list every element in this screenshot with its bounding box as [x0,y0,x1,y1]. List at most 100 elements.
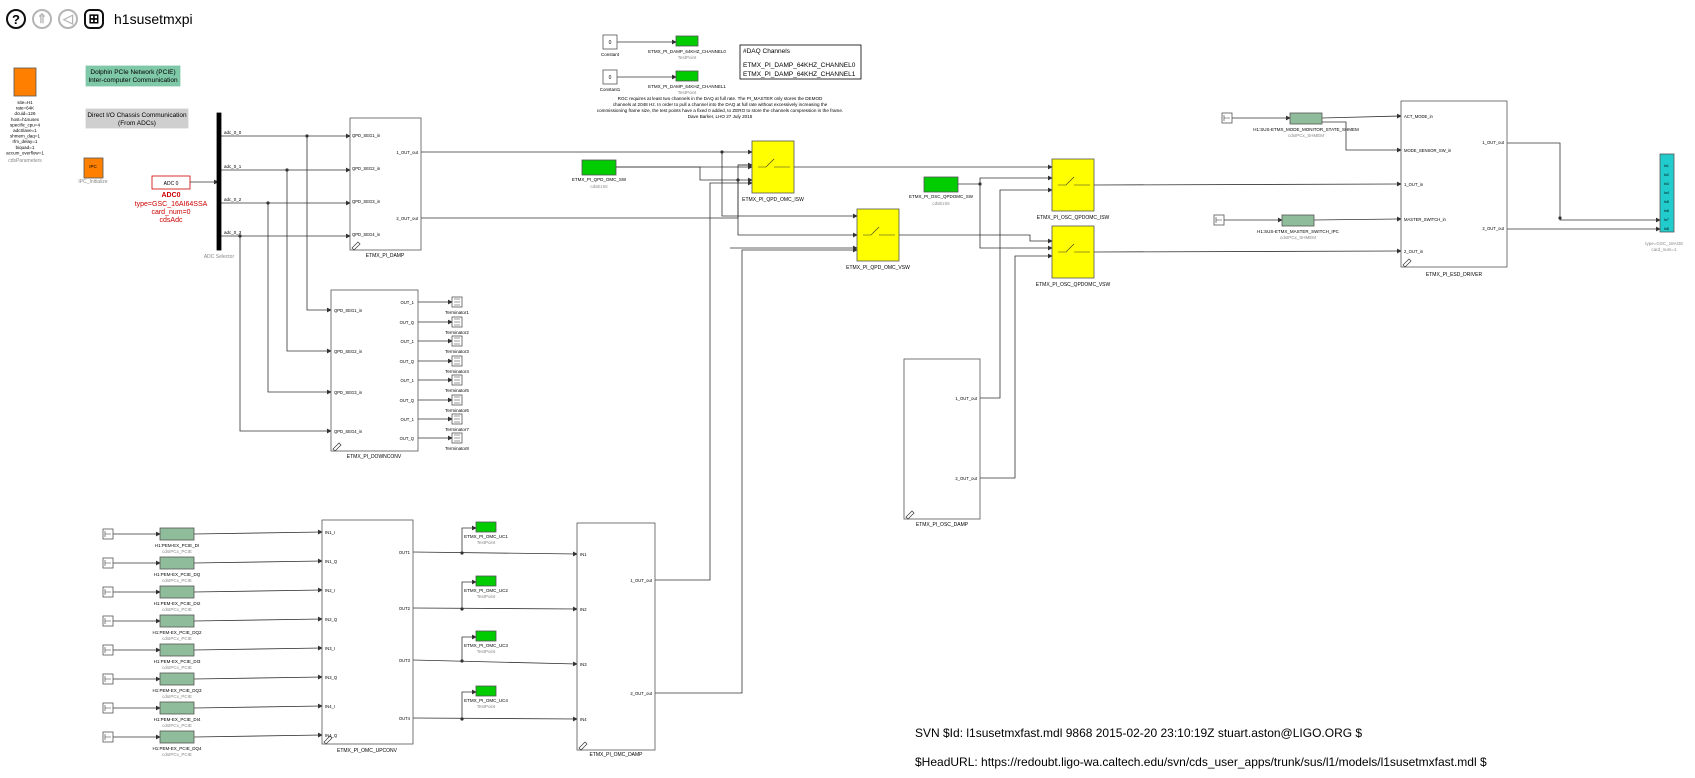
qpd-omc-vsw-label: ETMX_PI_QPD_OMC_VSW [846,265,910,271]
pi-downconv-output-label: OUT_1 [401,300,415,305]
pcie-ipc-label: H1:PEM-EX_PCIE_DQ2 [152,630,202,635]
adc-selector-bus[interactable] [216,112,222,251]
pcie-ipc-block[interactable] [159,730,195,744]
param-line: adcSlave=1 [13,128,37,133]
branch-point [1558,216,1562,220]
qpd-omc-isw-label: ETMX_PI_QPD_OMC_ISW [742,197,804,203]
pi-downconv-input-label: QPD_SEG2_in [334,349,363,354]
signal-line [1322,121,1402,153]
adc0-type-line: type=GSC_16AI64SSA [135,201,208,208]
adc0-type-line: cdsAdc [160,217,183,224]
pi-omc-upconv-block[interactable] [321,519,414,745]
signal-line [193,645,323,651]
dac-block[interactable] [1659,153,1675,233]
osc-qpdomc-sw-input[interactable] [923,176,959,193]
pcie-ipc-block[interactable] [159,643,195,657]
pcie-ipc-label: H1:PEM-EX_PCIE_DI4 [154,717,201,722]
pi-downconv-output-label: OUT_Q [400,359,415,364]
up-arrow-icon: ⇑ [36,11,48,26]
up-button[interactable]: ⇑ [32,9,52,29]
switch-icon [1058,176,1090,186]
mode-monitor-shmem[interactable] [1289,112,1323,125]
pi-esd-input-label: 1_OUT_in [1404,182,1424,187]
omc-testpoint-sublabel: TestPoint [477,704,496,709]
omc-testpoint-sublabel: TestPoint [477,594,496,599]
daq-testpoint[interactable] [675,35,699,47]
terminator-icon [454,298,460,306]
terminator-icon [454,376,460,384]
pi-upconv-output-label: OUT3 [399,658,411,663]
constant-value: 0 [609,75,612,81]
dac-type-label: type=GSC_18AO8 [1645,241,1683,246]
pi-downconv-output-label: OUT_1 [401,417,415,422]
pi-osc-damp-block[interactable] [903,358,981,520]
branch-point [460,551,464,555]
pi-omc-damp-input-label: IN1 [580,552,587,557]
pi-downconv-label: ETMX_PI_DOWNCONV [347,454,402,460]
pcie-ipc-block[interactable] [159,701,195,715]
pi-omc-damp-input-label: IN4 [580,717,587,722]
signal-line [737,180,858,238]
omc-testpoint-label: ETMX_PI_OMC_UC4 [464,698,508,703]
pi-damp-block[interactable] [349,117,422,251]
pi-upconv-input-label: IN4_Q [325,733,338,738]
omc-testpoint[interactable] [475,685,497,697]
rgc-comment-line: Dave Barker, LHO 27 July 2015 [688,114,753,119]
pcie-ipc-label: H1:PEM-EX_PCIE_DI3 [154,659,201,664]
pcie-ipc-sublabel: cdsIPCx_PCIE [162,607,192,612]
param-line: shmem_daq=1 [10,134,40,139]
ground-icon [104,589,111,595]
omc-testpoint[interactable] [475,575,497,587]
terminator-icon [454,337,460,345]
signal-line [286,170,332,354]
terminator-icon [454,396,460,404]
pcie-ipc-sublabel: cdsIPCx_PCIE [162,665,192,670]
terminator-icon [454,415,460,423]
pi-esd-driver-block[interactable] [1400,100,1508,268]
daq-box-line: ETMX_PI_DAMP_64KHZ_CHANNEL0 [743,62,856,69]
adc0-block[interactable] [151,175,191,190]
pcie-ipc-block[interactable] [159,527,195,541]
branch-point [978,182,982,186]
pcie-ipc-block[interactable] [159,672,195,686]
pi-omc-damp-output-label: 2_OUT_out [630,691,652,696]
constant-block[interactable] [602,69,618,85]
qpd-omc-sw-input[interactable] [581,159,617,176]
help-button[interactable]: ? [6,9,26,29]
branch-point [238,234,242,238]
ground-icon [104,676,111,682]
qpd-omc-sw-label: ETMX_PI_QPD_OMC_SW [572,177,627,182]
terminator-label: Terminator8 [445,446,469,451]
terminator-icon [454,318,460,326]
master-switch-shmem[interactable] [1281,214,1315,227]
param-line: biquad=1 [16,145,35,150]
pi-omc-damp-block[interactable] [576,522,656,751]
omc-testpoint-label: ETMX_PI_OMC_UC3 [464,643,508,648]
omc-testpoint[interactable] [475,630,497,642]
pi-esd-input-label: 2_OUT_in [1404,249,1424,254]
signal-line [193,558,323,564]
ground-icon [104,618,111,624]
pi-downconv-block[interactable] [330,289,419,452]
constant-block[interactable] [602,34,618,50]
switch-icon [1058,243,1090,253]
pcie-ipc-label: H1:PEM-EX_PCIE_DI [155,543,199,548]
back-button[interactable]: ◁ [58,9,78,29]
param-line: host=h1susex [11,117,40,122]
direct-io-note-line: Direct I/O Chassis Communication [87,112,187,119]
ipc-init-block[interactable] [83,157,104,179]
omc-testpoint[interactable] [475,521,497,533]
osc-qpdomc-sw-label: ETMX_PI_OSC_QPDOMC_SW [909,194,974,199]
overview-button[interactable]: ⊞ [84,9,104,29]
pcie-ipc-block[interactable] [159,614,195,628]
daq-testpoint[interactable] [675,70,699,82]
dac-port-label: In6 [1664,209,1669,213]
omc-testpoint-sublabel: TestPoint [477,649,496,654]
daq-testpoint-sublabel: TestPoint [678,55,697,60]
pcie-ipc-block[interactable] [159,585,195,599]
daq-testpoint-label: ETMX_PI_DAMP_64KHZ_CHANNEL0 [648,49,726,54]
signal-line [980,253,1053,479]
cds-parameters-block[interactable] [13,67,37,97]
pi-downconv-input-label: QPD_SEG1_in [334,308,363,313]
pcie-ipc-block[interactable] [159,556,195,570]
